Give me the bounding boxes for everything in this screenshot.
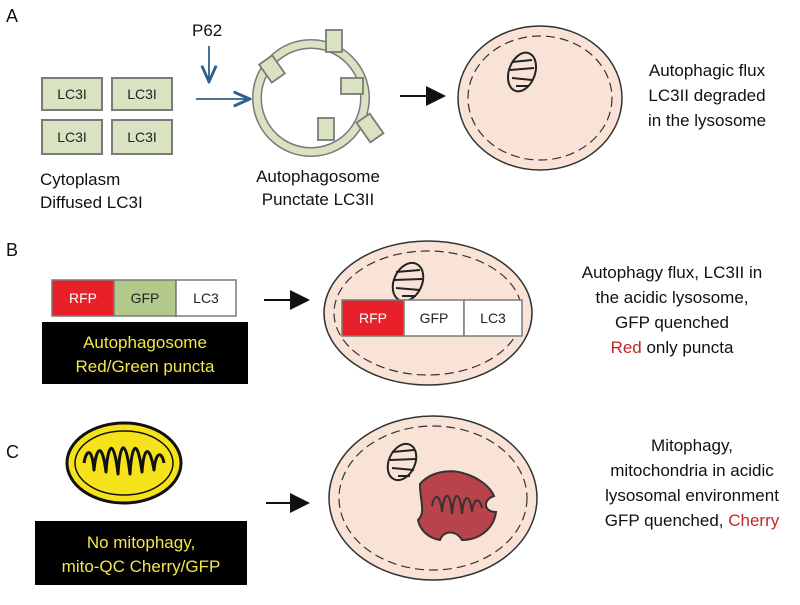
lysosome-c: [328, 415, 538, 581]
autophagosome-ring: [253, 40, 369, 156]
cytoplasm-caption-line1: Cytoplasm: [40, 170, 120, 189]
lc3i-label: LC3I: [57, 86, 87, 102]
autophagosome-label-box: [42, 322, 248, 384]
panel-a-side-line2: LC3II degraded: [648, 86, 765, 105]
no-mitophagy-label-box: [35, 521, 247, 585]
lc3i-grid: LC3I LC3I LC3I LC3I: [41, 77, 173, 155]
cherry-word: Cherry: [728, 511, 780, 530]
lc3-label: LC3: [193, 290, 219, 306]
lc3ii-puncta: [325, 29, 343, 53]
lc3ii-puncta: [317, 117, 335, 141]
lc3i-box: [111, 77, 173, 111]
autophagosome-label-line1: Autophagosome: [83, 333, 207, 352]
lc3-segment: [175, 279, 237, 317]
rfp-label: RFP: [69, 290, 97, 306]
gfp-label-lysosome: GFP: [420, 310, 449, 326]
autophagosome-caption-line2: Punctate LC3II: [262, 190, 374, 209]
lysosome-b: RFP GFP LC3: [323, 240, 533, 386]
no-mitophagy-label-line1: No mitophagy,: [87, 533, 195, 552]
panel-label-a: A: [6, 6, 18, 26]
degrading-mitochondrion-icon: [416, 470, 498, 542]
p62-label: P62: [192, 21, 222, 40]
no-mitophagy-label-line2: mito-QC Cherry/GFP: [62, 557, 221, 576]
lc3i-label: LC3I: [127, 86, 157, 102]
lc3i-label: LC3I: [57, 129, 87, 145]
lc3ii-puncta: [355, 112, 385, 144]
panel-label-c: C: [6, 442, 19, 462]
healthy-mitochondrion-icon: [65, 421, 183, 505]
lc3i-box: [41, 77, 103, 111]
degraded-autophagosome-icon: [386, 442, 418, 482]
lc3-segment-lysosome: [463, 299, 523, 337]
gfp-segment-quenched: [403, 299, 465, 337]
panel-c-side-line2: mitochondria in acidic: [610, 461, 774, 480]
lc3i-box: [41, 119, 103, 155]
lc3i-box: [111, 119, 173, 155]
panel-c-side-line4: GFP quenched, Cherry: [605, 511, 780, 530]
autophagosome-caption-line1: Autophagosome: [256, 167, 380, 186]
rfp-segment: [51, 279, 115, 317]
gfp-segment: [113, 279, 177, 317]
lysosome-inner-membrane: [338, 425, 528, 571]
autophagosome-label-line2: Red/Green puncta: [76, 357, 215, 376]
panel-a-side-line1: Autophagic flux: [649, 61, 766, 80]
panel-b-side-line2: the acidic lysosome,: [595, 288, 748, 307]
panel-c-side-line3: lysosomal environment: [605, 486, 779, 505]
lysosome-a: [457, 25, 623, 171]
rfp-segment-lysosome: [341, 299, 405, 337]
red-word: Red: [611, 338, 642, 357]
lc3ii-puncta: [257, 54, 287, 84]
cytoplasm-caption-line2: Diffused LC3I: [40, 193, 143, 212]
panel-c-side-line4-prefix: GFP quenched,: [605, 511, 729, 530]
gfp-label: GFP: [131, 290, 160, 306]
panel-b-side-line3: GFP quenched: [615, 313, 729, 332]
rfp-label-lysosome: RFP: [359, 310, 387, 326]
panel-a-side-line3: in the lysosome: [648, 111, 766, 130]
rfp-gfp-lc3-construct: RFP GFP LC3: [51, 279, 237, 317]
lc3ii-puncta: [340, 77, 364, 95]
lysosome-inner-membrane: [467, 35, 613, 161]
panel-b-side-line1: Autophagy flux, LC3II in: [582, 263, 763, 282]
degraded-autophagosome-icon: [506, 51, 538, 93]
autophagosome: [252, 29, 385, 157]
panel-label-b: B: [6, 240, 18, 260]
lysosome-membrane: [457, 25, 623, 171]
panel-b-side-line4: Red only puncta: [611, 338, 734, 357]
lc3-label-lysosome: LC3: [480, 310, 506, 326]
lc3i-label: LC3I: [127, 129, 157, 145]
panel-b-side-line4-rest: only puncta: [642, 338, 734, 357]
panel-c-side-line1: Mitophagy,: [651, 436, 733, 455]
